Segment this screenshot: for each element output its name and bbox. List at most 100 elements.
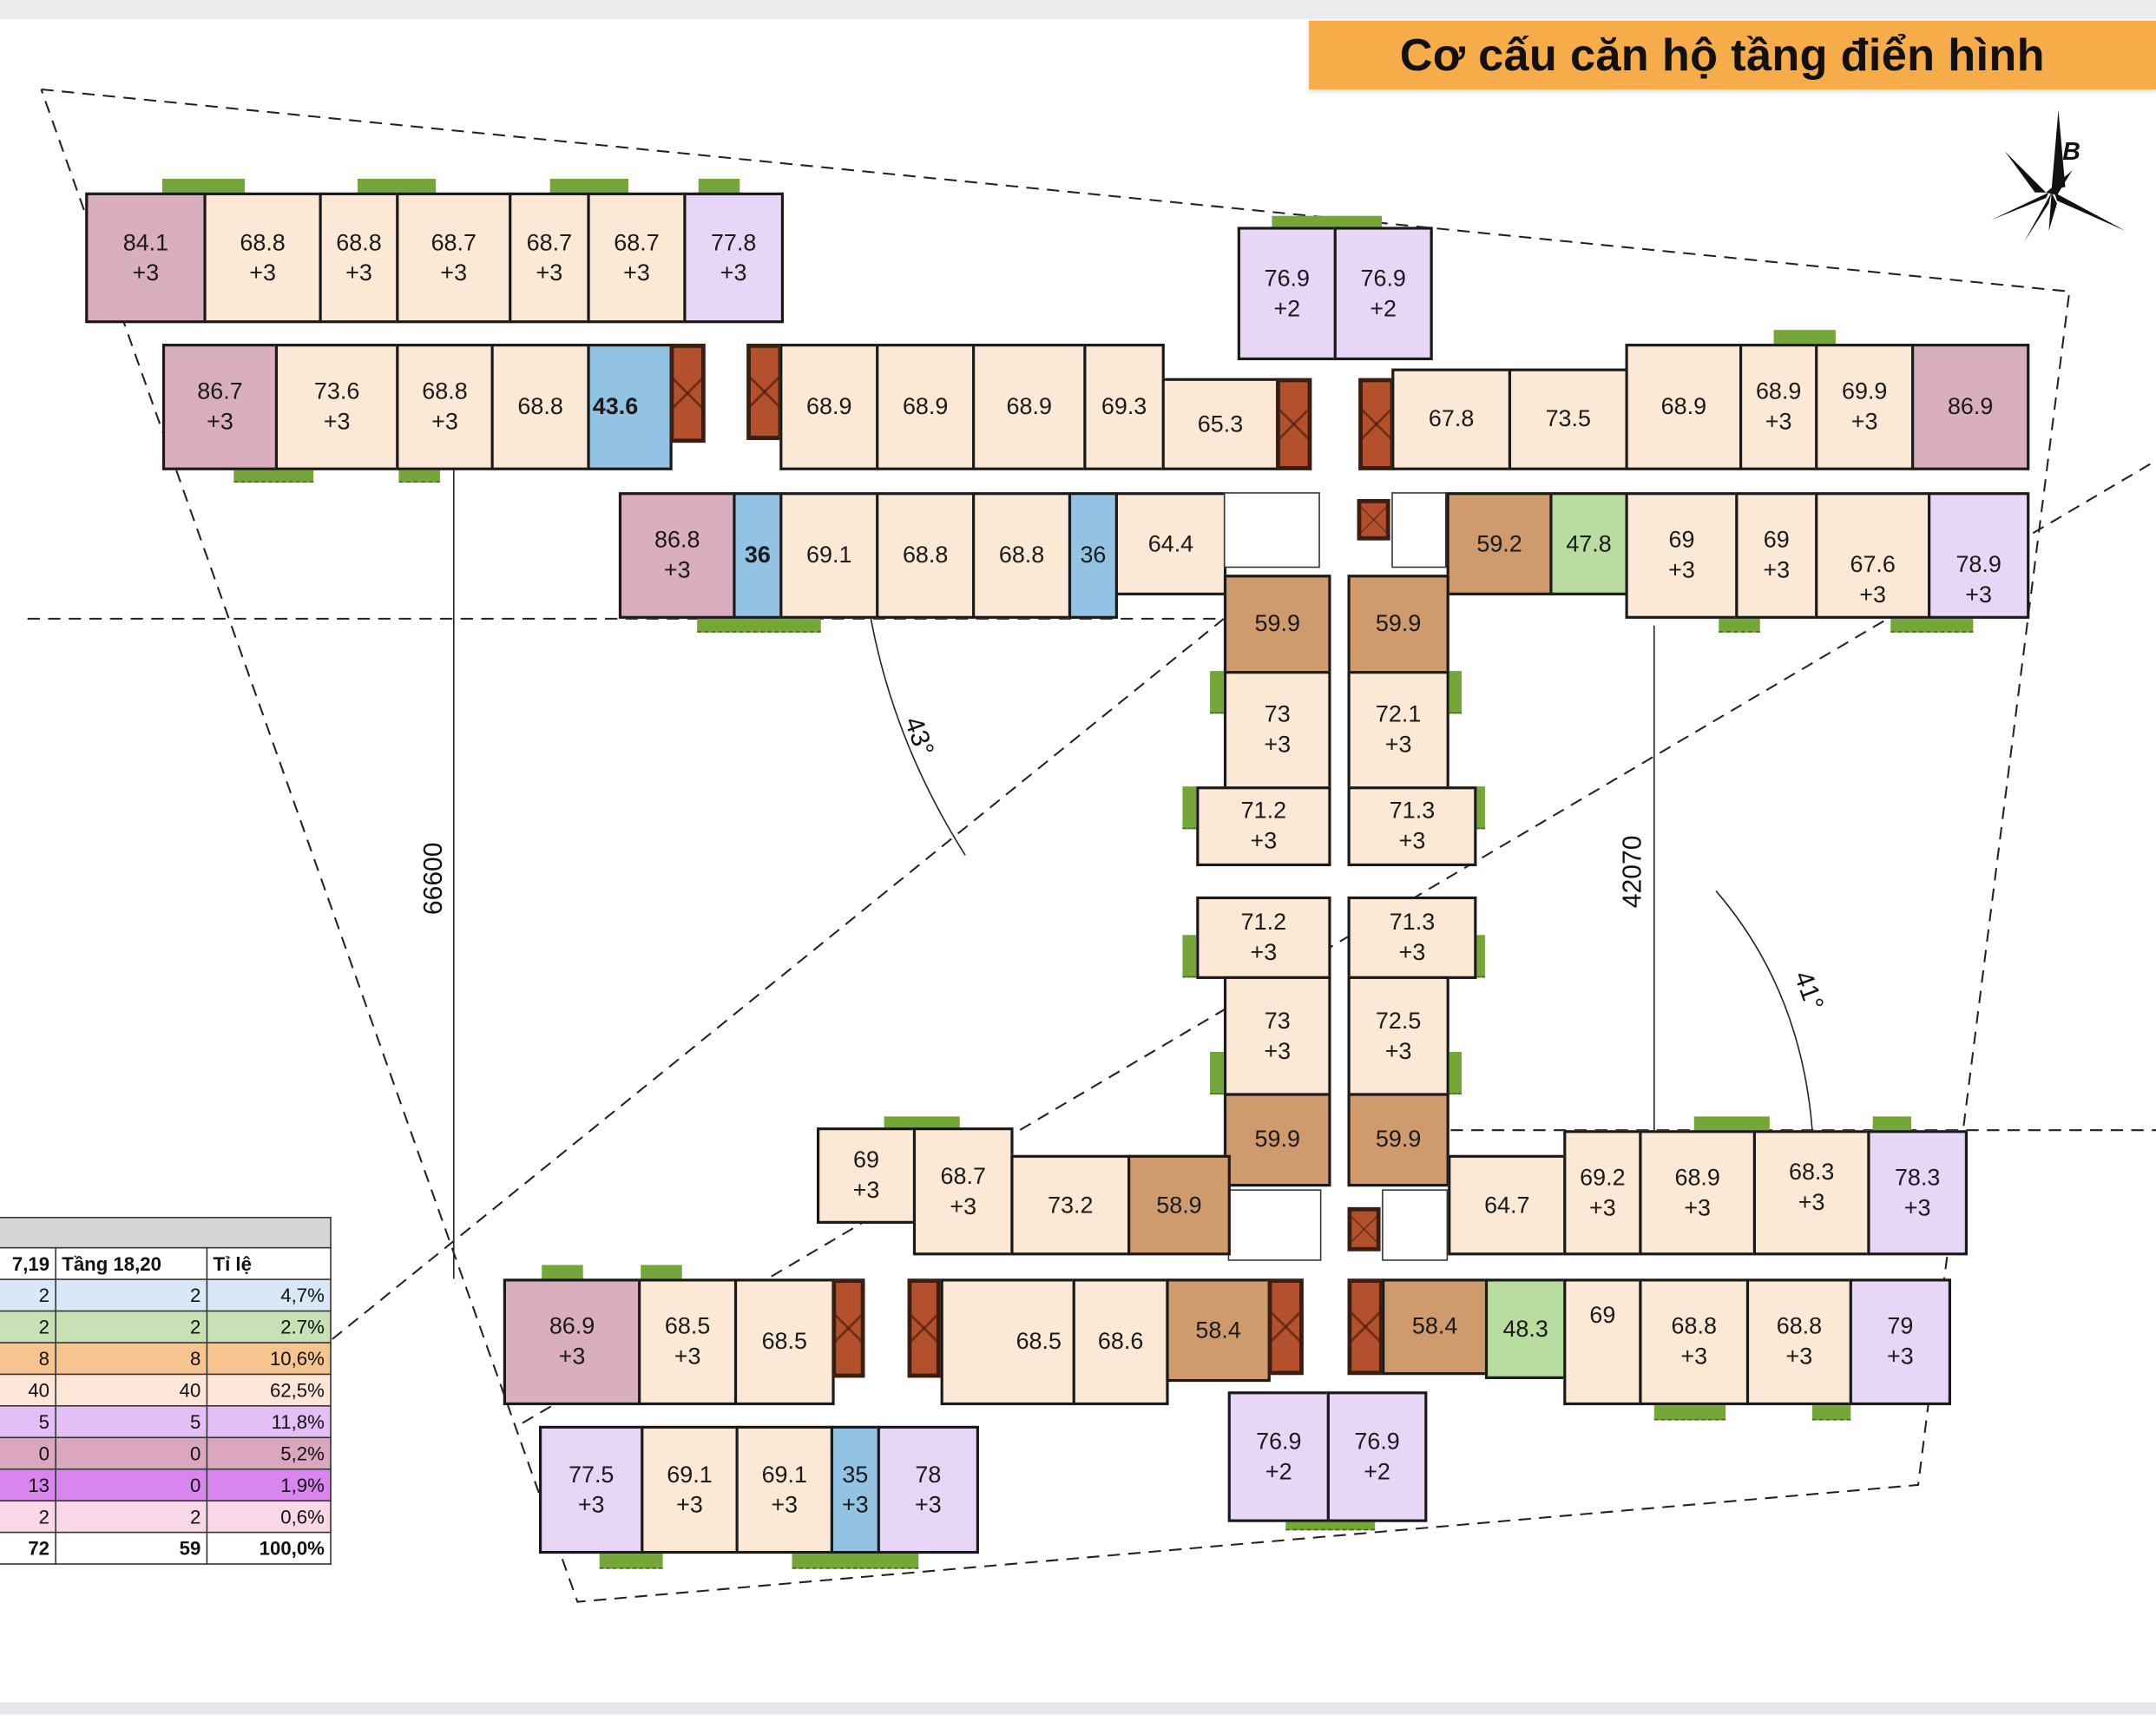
- apartment-unit[interactable]: 76.9+2: [1237, 227, 1337, 361]
- unit-extra: +3: [1903, 1193, 1931, 1220]
- apartment-unit[interactable]: 69.1: [779, 492, 879, 619]
- apartment-unit[interactable]: 68.9: [876, 344, 976, 470]
- unit-area: 59.9: [1375, 1126, 1422, 1153]
- apartment-unit[interactable]: 68.5: [733, 1278, 835, 1406]
- apartment-unit[interactable]: 68.9: [779, 344, 879, 470]
- apartment-unit[interactable]: 68.5+3: [638, 1278, 738, 1406]
- apartment-unit[interactable]: 76.9+2: [1333, 227, 1433, 361]
- apartment-unit[interactable]: 69.3: [1083, 344, 1165, 470]
- apartment-unit[interactable]: 59.9: [1223, 1093, 1331, 1187]
- cell: 13: [0, 1468, 56, 1501]
- apartment-unit[interactable]: 86.9+3: [503, 1278, 641, 1406]
- apartment-unit[interactable]: 78.3+3: [1867, 1130, 1968, 1256]
- apartment-unit[interactable]: 68.5: [940, 1278, 1075, 1406]
- apartment-unit[interactable]: 67.6+3: [1815, 492, 1931, 619]
- apartment-unit[interactable]: 69.1+3: [641, 1425, 739, 1554]
- apartment-unit[interactable]: 68.9: [1625, 344, 1743, 470]
- apartment-unit[interactable]: 69+3: [817, 1127, 917, 1224]
- apartment-unit[interactable]: 69.2+3: [1563, 1130, 1642, 1256]
- unit-area: 68.8: [1671, 1312, 1717, 1340]
- apartment-unit[interactable]: 68.7+3: [396, 192, 512, 324]
- unit-area: 68.8: [517, 393, 563, 420]
- unit-area: 68.5: [1016, 1328, 1062, 1355]
- apartment-unit[interactable]: 64.7: [1448, 1154, 1567, 1256]
- apartment-unit[interactable]: 36: [1068, 492, 1118, 619]
- elevator-shaft: [1276, 378, 1312, 470]
- apartment-unit[interactable]: 73+3: [1223, 976, 1331, 1096]
- apartment-unit[interactable]: 68.9+3: [1739, 344, 1818, 470]
- apartment-unit[interactable]: 59.2: [1446, 492, 1553, 595]
- apartment-unit[interactable]: 43.6: [587, 344, 673, 470]
- apartment-unit[interactable]: 35+3: [830, 1425, 880, 1554]
- apartment-unit[interactable]: 68.7+3: [912, 1127, 1014, 1256]
- apartment-unit[interactable]: 69.1+3: [735, 1425, 834, 1554]
- apartment-unit[interactable]: 68.3+3: [1752, 1130, 1870, 1256]
- balcony: [1448, 671, 1463, 714]
- apartment-unit[interactable]: 84.1+3: [85, 192, 207, 324]
- apartment-unit[interactable]: 73.2: [1010, 1154, 1131, 1256]
- apartment-unit[interactable]: 76.9+2: [1227, 1391, 1330, 1522]
- unit-area: 59.2: [1476, 529, 1522, 556]
- apartment-unit[interactable]: 69+3: [1625, 492, 1739, 619]
- apartment-unit[interactable]: 68.8+3: [1745, 1278, 1852, 1406]
- apartment-unit[interactable]: 59.9: [1223, 575, 1331, 674]
- unit-extra: +3: [132, 259, 160, 286]
- apartment-unit[interactable]: 68.7+3: [587, 192, 687, 324]
- apartment-unit[interactable]: 71.3+3: [1347, 786, 1477, 867]
- unit-extra: +3: [249, 259, 276, 286]
- apartment-unit[interactable]: 73+3: [1223, 671, 1331, 790]
- apartment-unit[interactable]: 69: [1563, 1278, 1642, 1406]
- unit-area: 43.6: [592, 393, 639, 420]
- apartment-unit[interactable]: 71.3+3: [1347, 896, 1477, 979]
- apartment-unit[interactable]: 86.9: [1911, 344, 2030, 470]
- apartment-unit[interactable]: 68.8: [490, 344, 590, 470]
- apartment-unit[interactable]: 48.3: [1484, 1278, 1567, 1379]
- apartment-unit[interactable]: 59.9: [1347, 1093, 1449, 1187]
- apartment-unit[interactable]: 71.2+3: [1196, 786, 1331, 867]
- unit-extra: +3: [1398, 827, 1426, 854]
- apartment-unit[interactable]: 69.9+3: [1815, 344, 1915, 470]
- apartment-unit[interactable]: 36: [733, 492, 783, 619]
- apartment-unit[interactable]: 64.4: [1114, 492, 1227, 595]
- apartment-unit[interactable]: 76.9+2: [1326, 1391, 1428, 1522]
- apartment-unit[interactable]: 68.8+3: [319, 192, 399, 324]
- apartment-unit[interactable]: 78.9+3: [1928, 492, 2030, 619]
- apartment-unit[interactable]: 68.7+3: [509, 192, 590, 324]
- apartment-unit[interactable]: 86.7+3: [161, 344, 279, 470]
- apartment-unit[interactable]: 68.8+3: [203, 192, 322, 324]
- apartment-unit[interactable]: 77.5+3: [539, 1425, 644, 1554]
- apartment-unit[interactable]: 73.6+3: [274, 344, 399, 470]
- apartment-unit[interactable]: 68.8+3: [396, 344, 494, 470]
- apartment-unit[interactable]: 79+3: [1849, 1278, 1951, 1406]
- apartment-unit[interactable]: 72.5+3: [1347, 976, 1449, 1096]
- apartment-unit[interactable]: 59.9: [1347, 575, 1449, 674]
- apartment-unit[interactable]: 68.8+3: [1639, 1278, 1750, 1406]
- unit-area: 69.2: [1580, 1164, 1626, 1191]
- apartment-unit[interactable]: 58.4: [1382, 1278, 1489, 1376]
- apartment-unit[interactable]: 77.8+3: [683, 192, 784, 324]
- apartment-unit[interactable]: 68.6: [1072, 1278, 1169, 1406]
- unit-extra: +3: [842, 1491, 869, 1518]
- apartment-unit[interactable]: 86.8+3: [618, 492, 736, 619]
- balcony: [1653, 1405, 1726, 1421]
- apartment-unit[interactable]: 78+3: [877, 1425, 979, 1554]
- apartment-unit[interactable]: 68.9+3: [1639, 1130, 1757, 1256]
- apartment-unit[interactable]: 47.8: [1549, 492, 1628, 595]
- balcony: [1182, 786, 1197, 830]
- apartment-unit[interactable]: 72.1+3: [1347, 671, 1449, 790]
- apartment-unit[interactable]: 73.5: [1508, 368, 1628, 470]
- apartment-unit[interactable]: 69+3: [1735, 492, 1818, 619]
- apartment-unit[interactable]: 68.8: [876, 492, 976, 619]
- apartment-unit[interactable]: 67.8: [1391, 368, 1512, 470]
- apartment-unit[interactable]: 58.9: [1127, 1154, 1231, 1256]
- apartment-unit[interactable]: 65.3: [1161, 378, 1279, 470]
- apartment-unit[interactable]: 68.8: [972, 492, 1072, 619]
- apartment-unit[interactable]: 68.9: [972, 344, 1087, 470]
- unit-area: 69.1: [667, 1461, 713, 1488]
- apartment-unit[interactable]: 58.4: [1166, 1278, 1271, 1383]
- table-header-band: [0, 1217, 332, 1249]
- apartment-unit[interactable]: 71.2+3: [1196, 896, 1331, 979]
- cell: 0: [0, 1436, 56, 1470]
